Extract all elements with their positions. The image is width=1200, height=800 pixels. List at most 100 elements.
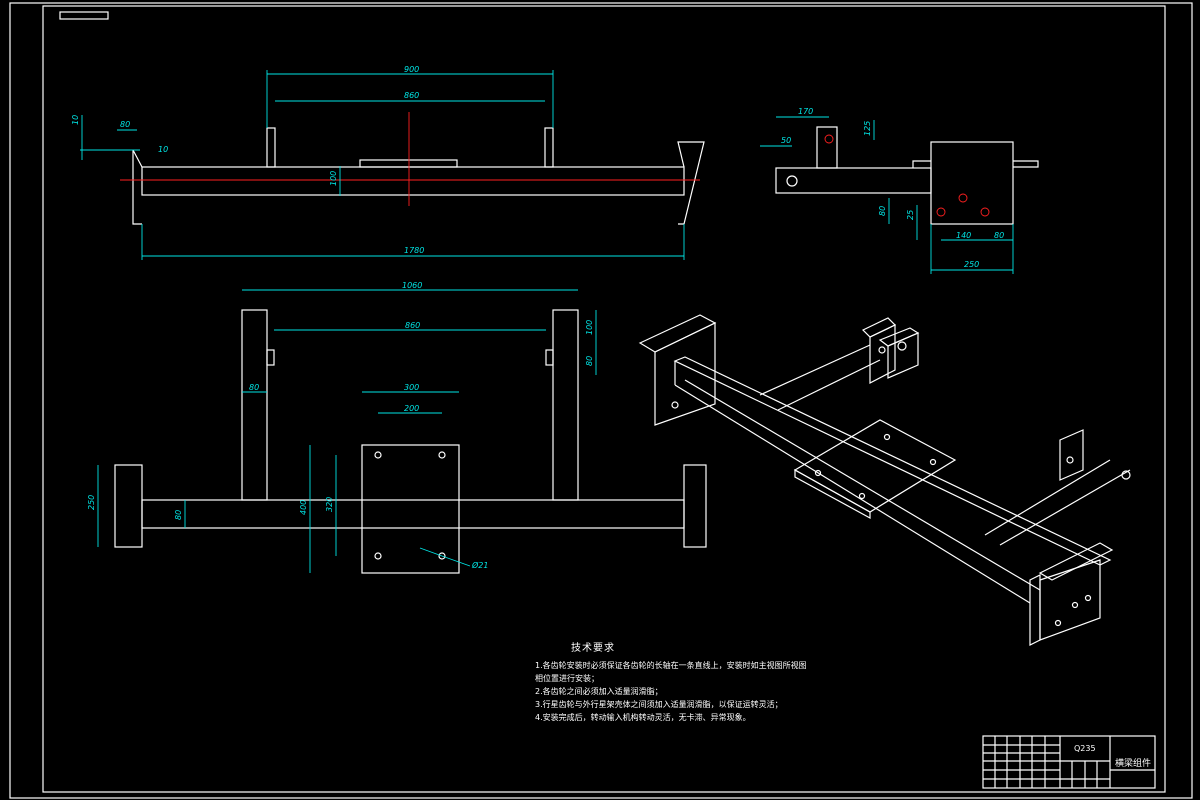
arm-hole (786, 175, 798, 187)
mount-plate (361, 444, 460, 574)
iso-right-plate-top (1038, 542, 1114, 581)
dim-100: 100 (585, 320, 594, 335)
side-arm (775, 167, 932, 194)
iso-right-plate (1039, 559, 1101, 641)
title-block-frame (982, 735, 1156, 789)
left-end-plate (114, 464, 143, 548)
technical-requirements: 技术要求 1.各齿轮安装时必须保证各齿轮的长轴在一条直线上，安装时如主视图所视图… (535, 642, 955, 724)
iso-hole (929, 458, 937, 466)
plate-hole-1 (374, 451, 382, 459)
corner-tag (59, 11, 109, 20)
right-post (552, 309, 579, 501)
iso-right-lug-face (869, 324, 896, 384)
dim-80-horizontal: 80 (994, 231, 1004, 240)
iso-line (759, 344, 871, 396)
iso-line (684, 379, 1041, 591)
right-upright (544, 127, 554, 168)
iso-hole (858, 492, 866, 500)
iso-left-plate-top (638, 314, 717, 353)
iso-plate-side (1029, 574, 1041, 646)
isometric-view (638, 314, 1131, 646)
plate-hole-2 (438, 451, 446, 459)
left-post (241, 309, 268, 501)
leader-line (419, 547, 443, 557)
notes-line: 2.各齿轮之间必须加入适量润滑脂； (535, 687, 663, 696)
right-end-plate (683, 464, 707, 548)
plan-beam (141, 499, 685, 529)
dim-125: 125 (863, 121, 872, 136)
notes-line: 1.各齿轮安装时必须保证各齿轮的长轴在一条直线上，安装时如主视图所视图 (535, 661, 807, 670)
dim-170: 170 (798, 107, 813, 116)
dim-10-right: 10 (158, 145, 168, 154)
left-post-tab (266, 349, 275, 366)
title-block: Q235 横梁组件 (982, 735, 1156, 789)
dim-1780: 1780 (404, 246, 424, 255)
iso-hole (1121, 470, 1131, 480)
iso-line (674, 384, 1031, 604)
iso-hole (1054, 619, 1062, 627)
dim-80-vertical: 80 (878, 206, 887, 216)
notes-title: 技术要求 (571, 643, 615, 654)
block-hole-1 (958, 193, 968, 203)
dim-400: 400 (299, 500, 308, 515)
dim-300: 300 (404, 383, 419, 392)
dim-hole-diameter: Ø21 (471, 560, 488, 570)
right-post-tab (545, 349, 554, 366)
plan-view: 1060 860 100 80 80 300 200 250 80 400 32… (87, 281, 707, 574)
dim-860: 860 (404, 91, 419, 100)
iso-left-plate (654, 322, 716, 426)
lug-hole (824, 134, 834, 144)
dim-860: 860 (405, 321, 420, 330)
dim-250: 250 (87, 495, 96, 510)
dim-100: 100 (329, 171, 338, 186)
dim-200: 200 (404, 404, 419, 413)
iso-far-lug (1059, 429, 1084, 481)
iso-hole (897, 341, 907, 351)
top-beam (141, 166, 685, 196)
iso-line (999, 469, 1131, 546)
iso-hole (1084, 594, 1092, 602)
dim-80-vertical: 80 (174, 510, 183, 520)
block-hole-3 (980, 207, 990, 217)
iso-line (777, 359, 881, 411)
iso-block-face (887, 332, 919, 379)
inner-frame (42, 5, 1166, 793)
part-name: 横梁组件 (1115, 757, 1151, 769)
left-upright (266, 127, 276, 168)
dim-320: 320 (325, 497, 334, 512)
side-view: 170 50 125 80 25 140 80 250 (760, 107, 1039, 274)
left-end-bracket (132, 149, 143, 225)
iso-hole (671, 401, 679, 409)
top-view: 900 860 80 10 10 100 1780 (71, 65, 705, 260)
iso-plate-edge (794, 468, 871, 520)
iso-mount-plate (793, 419, 957, 513)
plate-hole-3 (374, 552, 382, 560)
side-step (912, 160, 931, 168)
material-label: Q235 (1074, 744, 1096, 753)
dim-80-left: 80 (249, 383, 259, 392)
dim-250: 250 (964, 260, 979, 269)
dim-1060: 1060 (402, 281, 422, 290)
block-hole-2 (936, 207, 946, 217)
leader-line (441, 555, 471, 567)
iso-hole (1071, 601, 1079, 609)
side-lug (816, 126, 838, 169)
iso-hole (883, 433, 891, 441)
iso-beam-top (673, 356, 1112, 566)
iso-line (984, 459, 1111, 536)
right-end-bracket (677, 141, 705, 225)
iso-hole (1066, 456, 1074, 464)
dim-80: 80 (120, 120, 130, 129)
side-block (930, 141, 1014, 225)
dim-80-right: 80 (585, 356, 594, 366)
outer-frame (9, 2, 1193, 799)
iso-hole (814, 469, 822, 477)
dim-140: 140 (956, 231, 971, 240)
dim-10-left: 10 (71, 115, 80, 125)
mount-plate-edge (359, 159, 458, 168)
dim-50: 50 (781, 136, 791, 145)
notes-line: 3.行星齿轮与外行星架壳体之间须加入适量润滑脂，以保证运转灵活； (535, 700, 783, 709)
dim-25: 25 (906, 210, 915, 220)
side-tab (1013, 160, 1039, 168)
